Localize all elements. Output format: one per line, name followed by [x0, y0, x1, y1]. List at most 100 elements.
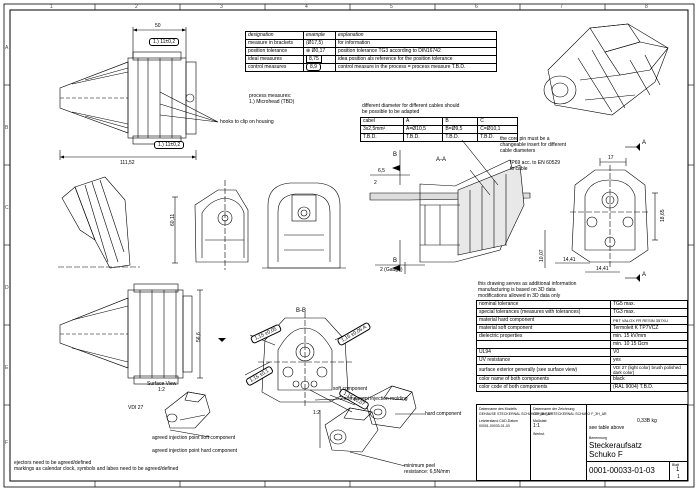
dim-r-left2: 10,07 [539, 249, 545, 262]
note-core-pin: changeable insert for different [500, 142, 567, 148]
ideal-measure-box: 8,75 [306, 55, 322, 63]
zone-label: 1 [50, 4, 53, 10]
legend-header: designation [245, 31, 304, 40]
tb-label: Blatt [672, 463, 680, 467]
cable-row: 3x2,5mm² A=Ø10,5 B=Ø9,5 C=Ø10,1 [359, 125, 518, 134]
section-marker-b: B [393, 152, 398, 158]
spec-label: UL94 [476, 348, 611, 357]
section-marker-a: A [642, 272, 647, 278]
side-view-top [59, 27, 219, 160]
zone-label: B [5, 125, 9, 131]
tb-value: GEHÄUSE STECKERNAL SCHUKO F_3H_AR [533, 412, 607, 416]
title-block-main: 0,33B kg see table above Benennung Steck… [587, 405, 688, 481]
tb-label: Datenname der Zeichnung [533, 407, 575, 411]
legend-header: explanation [335, 31, 497, 40]
front-view [58, 176, 346, 270]
tb-label: Benennung [589, 436, 607, 440]
control-measure-pill: 8,9 [306, 63, 321, 71]
note-two-component: 2 component injection molding [340, 396, 408, 402]
spec-label: surface exterior generally (see surface … [476, 364, 611, 376]
legend-header-row: designation example explanation [245, 31, 497, 40]
zone-label: E [5, 365, 9, 371]
spec-value: black [610, 375, 688, 384]
legend-cell: control measure in the process = process… [335, 63, 497, 72]
spec-label: dielectric properties [476, 332, 611, 341]
spec-intro: manufacturing is based on 3D data [478, 287, 556, 293]
note-vdi: VDI 27 [128, 405, 144, 411]
zone-label: 3 [220, 4, 223, 10]
legend-row: ideal measures 8,75 idea position als re… [245, 55, 497, 64]
spec-value: yes [610, 356, 688, 365]
note-peel: resistance: 6,5N/mm [404, 469, 450, 475]
note-hooks: hooks to clip on housing [220, 119, 274, 125]
dim-top-width: 50 [155, 23, 161, 29]
tb-label: Maßstab [533, 419, 547, 423]
cable-row: T.B.D. T.B.D. T.B.D. T.B.D. [359, 133, 518, 142]
note-peel: minimum peel [404, 463, 436, 469]
note-ip69: IP69 acc. to EN 60529 [510, 160, 561, 166]
spec-row: color code of both components(RAL 9004) … [476, 383, 688, 392]
legend-cell: position tolerance [245, 47, 304, 56]
tb-title-2: Schuko F [589, 450, 623, 459]
zone-label: 7 [560, 4, 563, 10]
tb-divider [587, 461, 688, 462]
two-component-iso [309, 385, 425, 467]
zone-label: C [5, 205, 9, 211]
isometric-view [543, 23, 669, 116]
zone-label: 4 [305, 4, 308, 10]
zone-label: D [5, 285, 9, 291]
spec-value: Termoleit K TP7VCZ [610, 324, 688, 333]
legend-row: measure in brackets (Ø17,5) for informat… [245, 39, 497, 48]
dim-sec-a1: 6,5 [378, 168, 385, 174]
note-injection-soft: agreed injection point soft component [152, 435, 236, 441]
tb-material: see table above [589, 425, 625, 431]
dim-gauge: 2 (Gauge) [380, 267, 403, 273]
spec-row: surface exterior generally (see surface … [476, 364, 688, 376]
spec-label: material hard component [476, 316, 611, 325]
legend-row: control measures 8,9 control measure in … [245, 63, 497, 72]
cable-cell: T.B.D. [477, 133, 518, 142]
note-hard-component: hard component [425, 411, 462, 417]
dim-r-right: 18,65 [660, 209, 666, 222]
zone-label: A [5, 45, 9, 51]
cable-header: B [442, 117, 479, 126]
spec-value: min. 15 kV/mm [610, 332, 688, 341]
note-markings: markings as calendar clock, symbols and … [14, 466, 179, 472]
spec-label: nominal tolerance [476, 300, 611, 309]
tb-sheet-of: 1 [677, 474, 680, 480]
zone-label: 8 [645, 4, 648, 10]
spec-value: (RAL 9004) T.B.D. [610, 383, 688, 392]
note-ip69: to cable [510, 166, 528, 172]
legend-cell: (Ø17,5) [303, 39, 336, 48]
spec-label: color name of both components [476, 375, 611, 384]
zone-label: 6 [475, 4, 478, 10]
section-a-a-title: A-A [436, 157, 447, 163]
spec-label: special tolerances (measures with tolera… [476, 308, 611, 317]
cable-header: C [477, 117, 518, 126]
cable-table-title: different diameter for different cables … [362, 103, 460, 109]
cable-cell: B=Ø9,5 [442, 125, 479, 134]
surface-view-title: Surface View [147, 381, 177, 387]
cable-header-row: cabel A B C [359, 117, 518, 126]
side-view-bottom [59, 283, 203, 385]
legend-cell: control measures [245, 63, 304, 72]
tb-title-1: Steckeraufsatz [589, 441, 642, 450]
dim-r-top: 17 [608, 155, 614, 161]
cable-header: A [403, 117, 444, 126]
tb-value: GEHÄUSE STECKERNAL SCHUKO F_3H_AR [479, 412, 553, 416]
legend-cell: ideal measures [245, 55, 304, 64]
legend-cell: idea position als reference for the posi… [335, 55, 497, 64]
spec-label: color code of both components [476, 383, 611, 392]
legend-row: position tolerance ⊕ Ø0,17 position tole… [245, 47, 497, 56]
cable-cell: T.B.D. [442, 133, 479, 142]
dim-front-height: 60,11 [170, 213, 176, 226]
cable-cell: A=Ø10,5 [403, 125, 444, 134]
note-soft-component: soft component [333, 386, 368, 392]
